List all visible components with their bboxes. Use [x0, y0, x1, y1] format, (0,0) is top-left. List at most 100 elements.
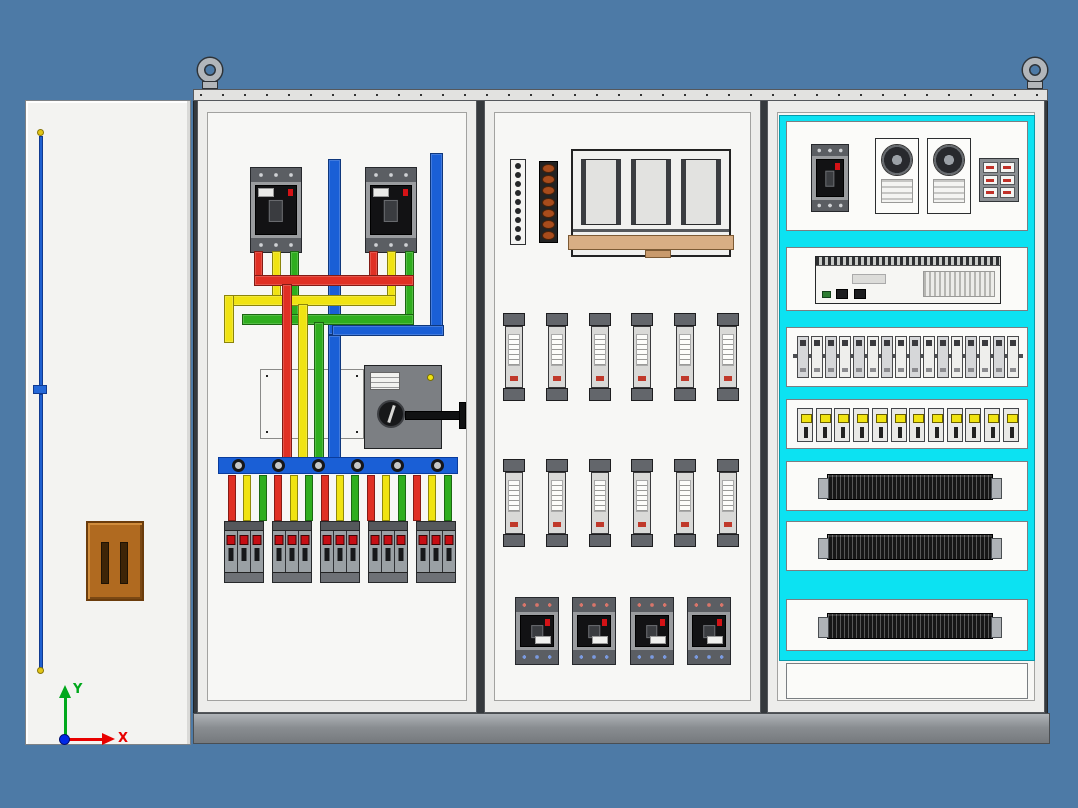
busbar-blue-vertical-1[interactable] [328, 159, 341, 335]
busbar-yellow-feeder[interactable] [298, 304, 308, 460]
busbar-green-feeder[interactable] [314, 322, 324, 460]
phase-drop-bar[interactable] [428, 475, 437, 521]
feeder-breaker[interactable] [572, 597, 617, 665]
mini-breaker[interactable] [946, 408, 963, 442]
plc-port[interactable] [836, 289, 848, 299]
main-disconnect-switch[interactable] [364, 365, 466, 449]
mini-breaker[interactable] [871, 408, 888, 442]
din-relay[interactable] [909, 336, 921, 378]
fuse-holder[interactable] [674, 459, 697, 547]
branch-breaker-group[interactable] [320, 521, 360, 583]
busbar-yellow-horizontal[interactable] [224, 295, 396, 306]
lifting-eye-left[interactable] [197, 58, 223, 90]
control-breaker[interactable] [811, 144, 849, 212]
phase-drop-bar[interactable] [274, 475, 283, 521]
din-relay[interactable] [937, 336, 949, 378]
bay-fuses[interactable] [484, 100, 761, 713]
busbar-red-horizontal[interactable] [254, 275, 414, 286]
fuse-holder[interactable] [631, 459, 654, 547]
phase-drop-bar[interactable] [320, 475, 329, 521]
mini-breaker[interactable] [928, 408, 945, 442]
breaker-toggle[interactable] [383, 199, 399, 222]
switch-rotary-knob[interactable] [377, 400, 405, 428]
fuse-holder[interactable] [716, 459, 739, 547]
feeder-breaker[interactable] [629, 597, 674, 665]
busbar-blue-feeder[interactable] [328, 335, 341, 460]
switch-handle-arm[interactable] [405, 411, 463, 420]
cabinet-door[interactable] [25, 100, 191, 745]
din-relay[interactable] [853, 336, 865, 378]
mini-breaker[interactable] [984, 408, 1001, 442]
din-relay[interactable] [797, 336, 809, 378]
phase-drop-bar[interactable] [228, 475, 236, 521]
fuse-holder[interactable] [545, 313, 568, 401]
insulator-column[interactable] [539, 161, 558, 243]
fuse-holder[interactable] [545, 459, 568, 547]
din-relay[interactable] [979, 336, 991, 378]
breaker-toggle[interactable] [825, 170, 835, 187]
busbar-support-frame[interactable] [260, 369, 364, 439]
busbar-blue-vertical-2[interactable] [430, 153, 443, 329]
terminal-block-strip[interactable] [818, 474, 1002, 500]
mini-breaker[interactable] [890, 408, 907, 442]
cooling-fan-1[interactable] [875, 138, 919, 214]
din-relay[interactable] [993, 336, 1005, 378]
terminal-strip[interactable] [510, 159, 526, 245]
din-relay[interactable] [1007, 336, 1019, 378]
fuse-holder[interactable] [674, 313, 697, 401]
feeder-breaker[interactable] [515, 597, 559, 665]
terminal-block-strip[interactable] [818, 534, 1002, 560]
din-relay[interactable] [895, 336, 907, 378]
terminal-block-strip[interactable] [818, 613, 1002, 639]
fuse-holder[interactable] [716, 313, 739, 401]
phase-drop-bar[interactable] [366, 475, 375, 521]
lifting-eye-right[interactable] [1022, 58, 1048, 90]
door-interlock-rod-upper[interactable] [39, 136, 43, 386]
busbar-bridge-rack[interactable] [568, 149, 734, 258]
plc-port[interactable] [854, 289, 866, 299]
mini-breaker[interactable] [853, 408, 870, 442]
phase-drop-bar[interactable] [397, 475, 406, 521]
phase-drop-bar[interactable] [335, 475, 344, 521]
din-relay[interactable] [923, 336, 935, 378]
distribution-busbar[interactable] [218, 457, 458, 474]
breaker-toggle[interactable] [268, 199, 284, 222]
din-relay[interactable] [825, 336, 837, 378]
cooling-fan-2[interactable] [927, 138, 971, 214]
din-relay[interactable] [839, 336, 851, 378]
door-lock-box[interactable] [86, 521, 144, 601]
door-interlock-rod-lower[interactable] [39, 394, 43, 670]
plc-controller[interactable] [815, 256, 1001, 304]
fuse-holder[interactable] [588, 313, 611, 401]
bay-control[interactable] [767, 100, 1045, 713]
branch-breaker-group[interactable] [368, 521, 408, 583]
branch-breaker-group[interactable] [272, 521, 312, 583]
phase-drop-bar[interactable] [351, 475, 360, 521]
din-relay[interactable] [881, 336, 893, 378]
branch-breaker-group[interactable] [224, 521, 264, 583]
bay-incoming[interactable] [197, 100, 477, 713]
mini-breaker[interactable] [797, 408, 813, 442]
fuse-holder[interactable] [503, 313, 525, 401]
phase-drop-bar[interactable] [258, 475, 267, 521]
din-relay[interactable] [951, 336, 963, 378]
mini-breaker[interactable] [965, 408, 982, 442]
door-interlock-handle[interactable] [33, 385, 47, 394]
fuse-holder[interactable] [588, 459, 611, 547]
main-breaker-1[interactable] [250, 167, 302, 253]
phase-drop-bar[interactable] [382, 475, 391, 521]
din-relay[interactable] [867, 336, 879, 378]
phase-drop-bar[interactable] [243, 475, 252, 521]
phase-drop-bar[interactable] [413, 475, 422, 521]
din-relay[interactable] [965, 336, 977, 378]
branch-breaker-group[interactable] [416, 521, 456, 583]
phase-drop-bar[interactable] [289, 475, 298, 521]
busbar-green-horizontal[interactable] [242, 314, 414, 325]
mini-breaker[interactable] [1002, 408, 1019, 442]
fuse-holder[interactable] [631, 313, 654, 401]
fuse-holder[interactable] [503, 459, 525, 547]
mini-breaker[interactable] [909, 408, 926, 442]
busbar-blue-horizontal[interactable] [332, 325, 444, 336]
mini-breaker[interactable] [815, 408, 832, 442]
